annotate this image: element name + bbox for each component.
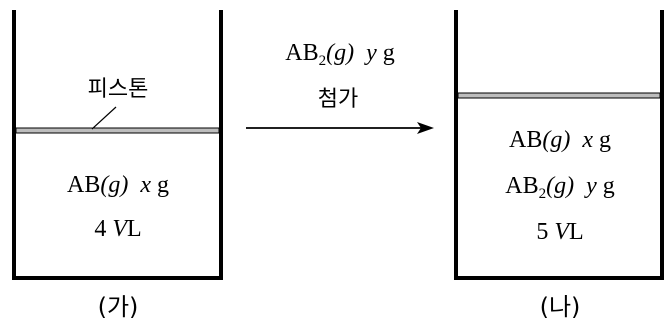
piston-na bbox=[457, 92, 661, 99]
container-na-walls bbox=[454, 10, 664, 280]
piston-label-leader bbox=[91, 106, 117, 130]
piston-ga bbox=[15, 127, 220, 134]
action-label: 첨가 bbox=[318, 87, 358, 112]
caption-na: (나) bbox=[540, 293, 581, 321]
container-ga-walls bbox=[12, 10, 223, 280]
piston-label: 피스톤 bbox=[88, 77, 149, 102]
process-arrowhead bbox=[417, 122, 434, 134]
caption-ga: (가) bbox=[98, 293, 139, 321]
